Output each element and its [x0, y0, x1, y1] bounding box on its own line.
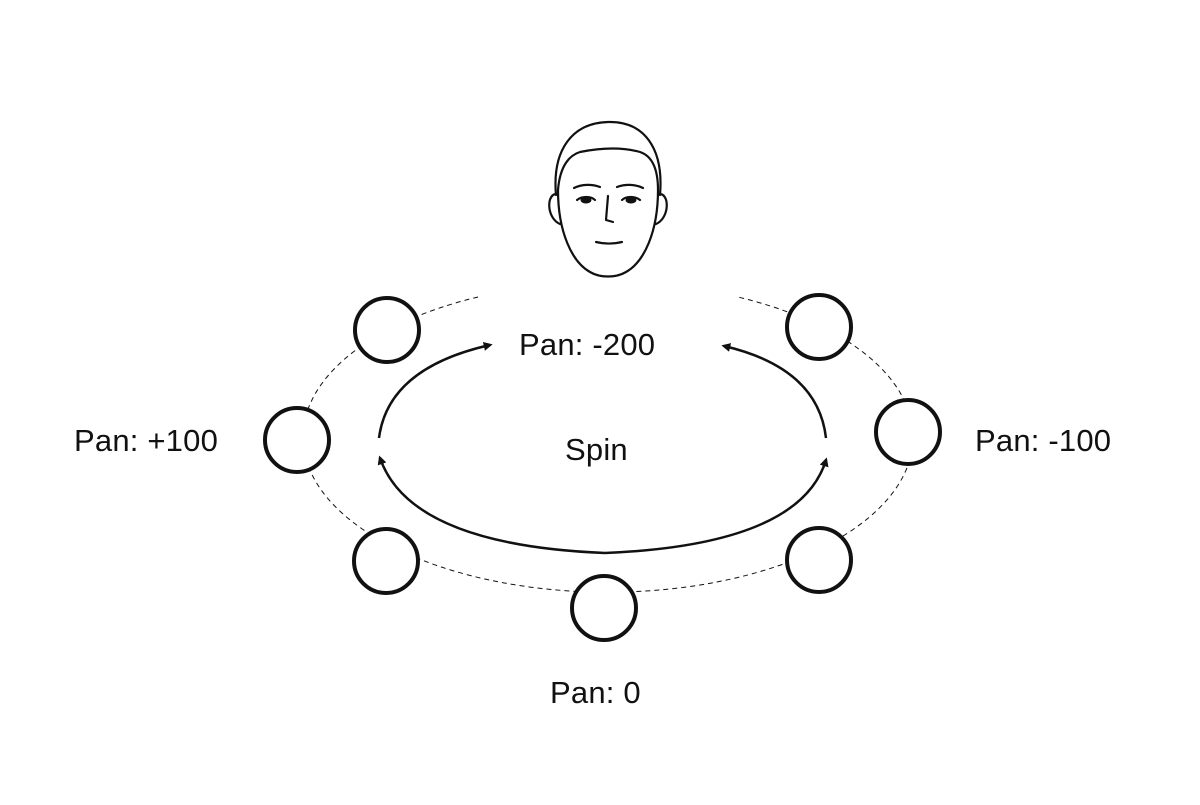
- speaker-right: [874, 398, 942, 466]
- spin-label: Spin: [565, 432, 628, 467]
- speaker-rear-center: [570, 574, 638, 642]
- spin-arrow-left-upper: [377, 341, 493, 439]
- spin-arrow-right-upper: [721, 343, 828, 439]
- speaker-rear-left: [352, 527, 420, 595]
- spin-arrow-right-lower: [604, 457, 829, 555]
- speaker-rear-right: [785, 526, 853, 594]
- listener-head-icon: [548, 120, 668, 278]
- pan-label-top: Pan: -200: [519, 327, 656, 362]
- speakers: [263, 293, 942, 642]
- speaker-left: [263, 406, 331, 474]
- pan-label-left: Pan: +100: [74, 423, 219, 458]
- pan-label-bottom: Pan: 0: [550, 675, 641, 710]
- spin-arrow-left-lower: [377, 455, 606, 555]
- pan-label-right: Pan: -100: [975, 423, 1112, 458]
- speaker-front-right: [785, 293, 853, 361]
- spin-loop: [377, 341, 829, 555]
- speaker-front-left: [353, 296, 421, 364]
